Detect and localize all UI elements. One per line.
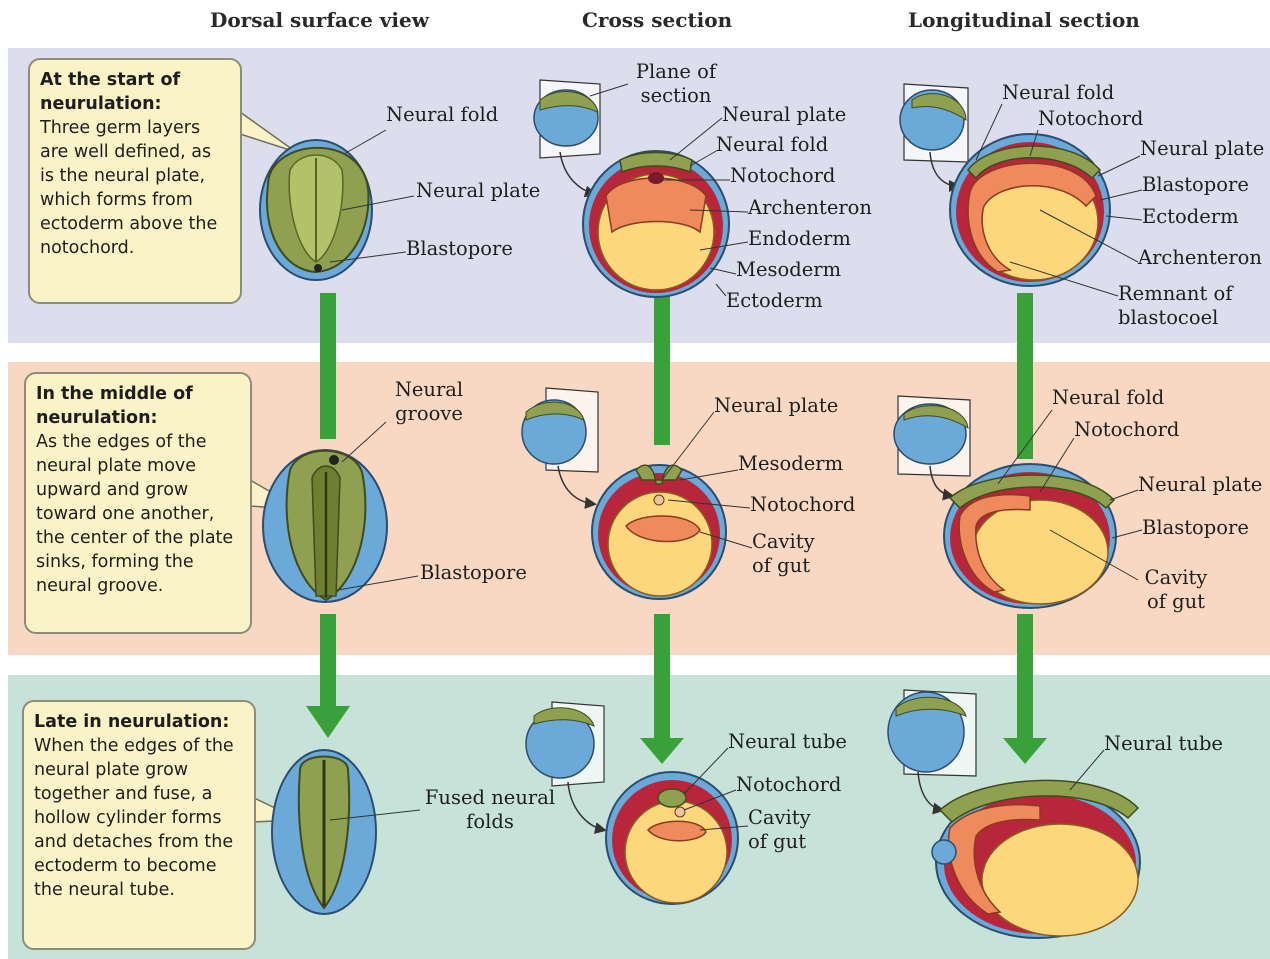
longitudinal-section-middle bbox=[944, 464, 1116, 608]
label-remnant-of-blastocoel: Remnant of blastocoel bbox=[1118, 282, 1258, 330]
callout-heading: Late in neurulation: bbox=[34, 710, 244, 734]
plane-of-section-reference-2 bbox=[522, 388, 598, 472]
arrow-shaft-dorsal-1 bbox=[320, 293, 336, 439]
callout-late-in-neurulation: Late in neurulation: When the edges of t… bbox=[22, 700, 256, 950]
cross-section-middle bbox=[592, 465, 726, 599]
label-neural-plate: Neural plate bbox=[1138, 472, 1262, 497]
arrow-head-cross bbox=[640, 738, 684, 764]
label-blastopore: Blastopore bbox=[420, 560, 527, 585]
label-cavity-of-gut: Cavity of gut bbox=[752, 530, 832, 578]
label-neural-tube: Neural tube bbox=[1104, 731, 1223, 756]
arrow-shaft-cross-1 bbox=[654, 293, 670, 445]
plane-of-section-reference-3 bbox=[526, 702, 604, 786]
label-notochord: Notochord bbox=[730, 163, 835, 188]
callout-middle-of-neurulation: In the middle of neurulation: As the edg… bbox=[24, 372, 252, 634]
callout-heading: At the start of neurulation: bbox=[40, 68, 230, 116]
label-mesoderm: Mesoderm bbox=[738, 451, 843, 476]
label-neural-fold: Neural fold bbox=[386, 102, 498, 127]
label-notochord: Notochord bbox=[1038, 106, 1143, 131]
callout-start-of-neurulation: At the start of neurulation: Three germ … bbox=[28, 58, 242, 304]
label-notochord: Notochord bbox=[1074, 417, 1179, 442]
callout-body: As the edges of the neural plate move up… bbox=[36, 430, 240, 598]
cross-section-start bbox=[583, 151, 729, 297]
longitudinal-section-start bbox=[950, 134, 1110, 286]
label-archenteron: Archenteron bbox=[1138, 245, 1262, 270]
embryo-dorsal-middle bbox=[263, 450, 387, 602]
label-blastopore: Blastopore bbox=[1142, 515, 1249, 540]
label-neural-fold: Neural fold bbox=[1002, 80, 1114, 105]
label-neural-fold: Neural fold bbox=[1052, 385, 1164, 410]
arrow-shaft-cross-2 bbox=[654, 614, 670, 738]
label-ectoderm: Ectoderm bbox=[726, 288, 823, 313]
label-cavity-of-gut: Cavity of gut bbox=[1136, 566, 1216, 614]
label-notochord: Notochord bbox=[750, 492, 855, 517]
longitudinal-reference-3 bbox=[888, 690, 976, 776]
label-neural-tube: Neural tube bbox=[728, 729, 847, 754]
callout-pointer-1 bbox=[240, 112, 296, 152]
longitudinal-reference-2 bbox=[894, 396, 970, 476]
label-notochord: Notochord bbox=[736, 772, 841, 797]
arrow-head-long bbox=[1003, 738, 1047, 764]
label-neural-plate: Neural plate bbox=[1140, 136, 1264, 161]
label-neural-fold: Neural fold bbox=[716, 132, 828, 157]
label-neural-plate: Neural plate bbox=[416, 178, 540, 203]
plane-of-section-reference-1 bbox=[534, 80, 600, 158]
label-neural-groove: Neural groove bbox=[384, 378, 474, 426]
label-cavity-of-gut: Cavity of gut bbox=[748, 806, 828, 854]
label-blastopore: Blastopore bbox=[1142, 172, 1249, 197]
label-endoderm: Endoderm bbox=[748, 226, 851, 251]
label-mesoderm: Mesoderm bbox=[736, 257, 841, 282]
arrow-head-dorsal bbox=[306, 706, 350, 738]
longitudinal-section-late bbox=[932, 780, 1140, 938]
label-plane-of-section: Plane of section bbox=[626, 60, 726, 108]
arrow-shaft-dorsal-2 bbox=[320, 614, 336, 706]
label-blastopore: Blastopore bbox=[406, 236, 513, 261]
callout-heading: In the middle of neurulation: bbox=[36, 382, 240, 430]
embryo-dorsal-late bbox=[272, 750, 376, 914]
label-fused-neural-folds: Fused neural folds bbox=[420, 786, 560, 834]
cross-section-late bbox=[606, 772, 738, 904]
callout-body: Three germ layers are well defined, as i… bbox=[40, 116, 230, 260]
label-neural-plate: Neural plate bbox=[714, 393, 838, 418]
callout-body: When the edges of the neural plate grow … bbox=[34, 734, 244, 902]
longitudinal-reference-1 bbox=[900, 84, 968, 162]
label-ectoderm: Ectoderm bbox=[1142, 204, 1239, 229]
label-neural-plate: Neural plate bbox=[722, 102, 846, 127]
arrow-shaft-long-2 bbox=[1017, 614, 1033, 738]
label-archenteron: Archenteron bbox=[748, 195, 872, 220]
arrow-shaft-long-1 bbox=[1017, 293, 1033, 459]
